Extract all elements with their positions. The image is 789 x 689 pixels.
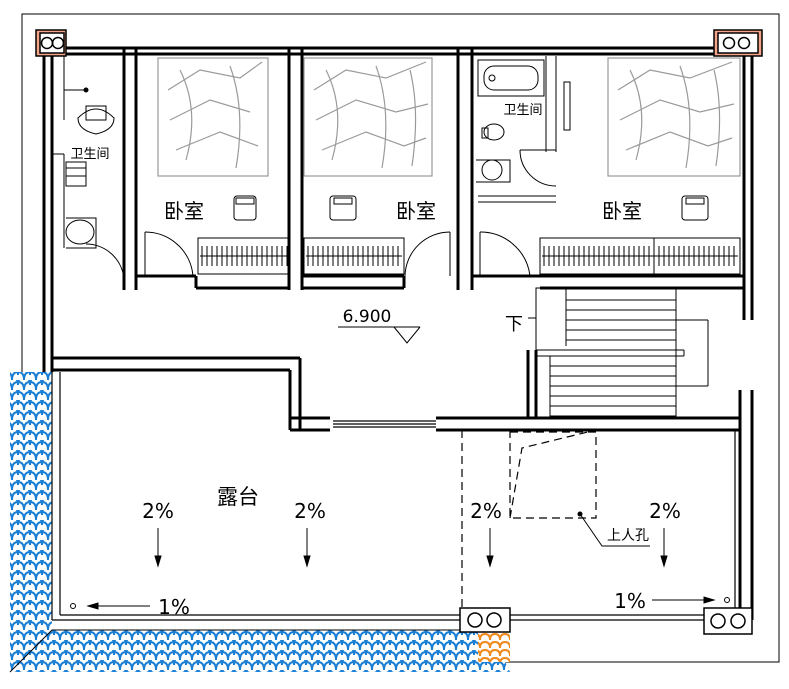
room-label-terrace: 露台: [217, 485, 259, 509]
elevation-marker: [338, 326, 421, 344]
room-label-bedroom-2: 卧室: [396, 199, 436, 223]
hatch-outline: [461, 429, 597, 612]
room-label-bedroom-3: 卧室: [602, 199, 642, 223]
slope-arrows: [86, 528, 716, 610]
bed-3: [607, 57, 741, 177]
pipe-shafts: [35, 29, 763, 635]
stair-treads: [550, 299, 676, 417]
bathroom-left: [52, 56, 115, 249]
beds: [157, 57, 741, 177]
slope-label-3: 2%: [470, 499, 502, 523]
hatch-label: 上人孔: [607, 528, 649, 544]
slope-label-2: 2%: [294, 499, 326, 523]
bathroom-right: [476, 56, 571, 203]
wardrobes: [197, 237, 741, 275]
door-swings: [85, 149, 557, 283]
slope-label-1: 2%: [142, 499, 174, 523]
bed-1: [157, 57, 269, 177]
stair-down-label: 下: [505, 314, 523, 335]
bed-2: [303, 57, 433, 177]
drain-points: [70, 597, 730, 609]
drain-slope-label-1: 1%: [158, 595, 190, 619]
drain-slope-label-2: 1%: [614, 589, 646, 613]
room-label-bath-right: 卫生间: [503, 103, 542, 118]
wardrobe-hatching: [200, 246, 738, 266]
roof-tiles: [9, 372, 510, 673]
room-label-bedroom-1: 卧室: [164, 199, 204, 223]
elevation-label: 6.900: [343, 307, 392, 327]
chairs: [233, 195, 709, 221]
room-label-bath-left: 卫生间: [70, 147, 109, 162]
hatch-leader: [577, 511, 650, 547]
slope-label-4: 2%: [649, 499, 681, 523]
terrace-parapet: [51, 372, 740, 621]
staircase: [528, 287, 709, 419]
